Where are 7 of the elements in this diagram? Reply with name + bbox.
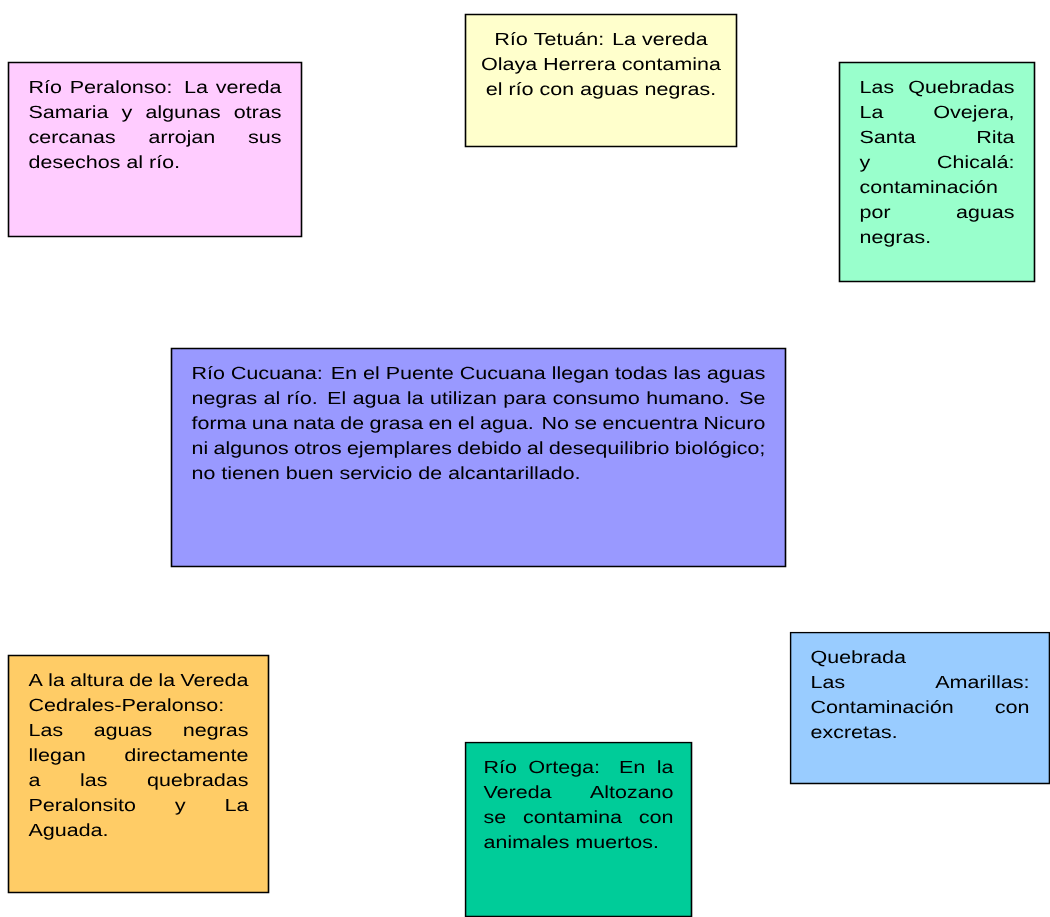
text-box: Las Quebradas La Ovejera, Santa Rita y Chicalá: contaminación por aguas negras. <box>838 61 1036 283</box>
text-box: Río Peralonso: La vereda Samaria y algunas otras cercanas arrojan sus desechos al río. <box>7 61 303 238</box>
text-box: Río Cucuana: En el Puente Cucuana llegan todas las aguas negras al río. El agua la utilizan para consumo humano. Se forma una nata de grasa en el agua. No se encuentra Nicuro ni algunos otros ejemplares debido al desequilibrio biológico; no tienen buen servicio de alcantarillado. <box>170 347 787 568</box>
text-box: A la altura de la Vereda Cedrales-Peralonso: Las aguas negras llegan directamente a las quebradas Peralonsito y La Aguada. <box>7 654 270 894</box>
text-box: Quebrada Las Amarillas: Contaminación con excretas. <box>789 631 1050 785</box>
text-box: Río Ortega: En la Vereda Altozano se contamina con animales muertos. <box>464 741 693 917</box>
text-box: Río Tetuán: La vereda Olaya Herrera contamina el río con aguas negras. <box>464 13 738 148</box>
